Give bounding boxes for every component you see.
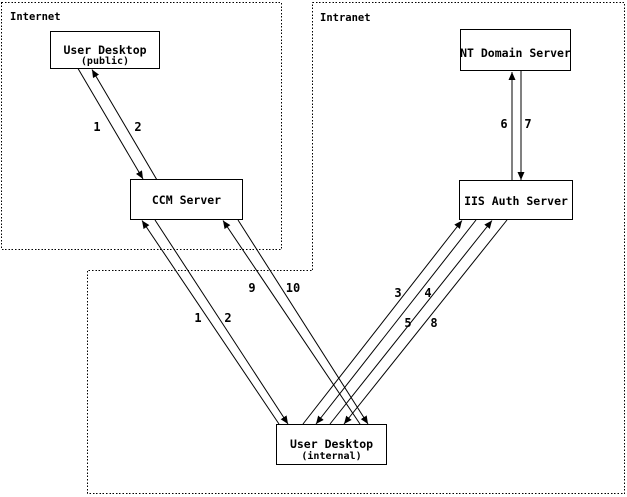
edge-10-ccm-to-internal (237, 219, 369, 425)
node-iis-auth-server-box (459, 180, 573, 220)
edge-label-9: 9 (248, 281, 255, 295)
node-iis-auth-server-label: IIS Auth Server (464, 194, 568, 208)
node-iis-auth-server: IIS Auth Server (459, 180, 573, 220)
node-ccm-server-label: CCM Server (152, 193, 221, 207)
edge-2-ccm-to-public (91, 69, 158, 181)
edge-label-6: 6 (500, 117, 507, 131)
node-user-desktop-internal-label: User Desktop (290, 437, 373, 451)
node-user-desktop-public: User Desktop (public) (50, 31, 160, 69)
node-nt-domain-server: NT Domain Server (460, 29, 571, 71)
edge-1-public-to-ccm (77, 68, 144, 180)
zone-intranet: Intranet (87, 2, 625, 494)
zone-intranet-border (87, 2, 625, 494)
edge-3-internal-to-iis (302, 220, 463, 425)
edge-9-internal-to-ccm (222, 220, 361, 425)
zone-internet-border (1, 2, 282, 250)
node-user-desktop-public-box (50, 31, 160, 69)
zone-intranet-label: Intranet (320, 12, 371, 24)
edge-labels: 1 2 6 7 1 2 9 10 3 4 5 8 (93, 117, 531, 330)
zone-internet-label: Internet (10, 11, 61, 23)
edge-8-iis-to-internal (343, 219, 508, 425)
edge-2-ccm-to-internal (154, 219, 289, 425)
node-user-desktop-internal: User Desktop (internal) (276, 424, 387, 465)
edge-label-7: 7 (524, 117, 531, 131)
node-user-desktop-public-sublabel: (public) (81, 55, 129, 67)
edge-5-internal-to-iis (329, 220, 493, 425)
edge-label-1-internal: 1 (194, 311, 201, 325)
edge-label-2-internal: 2 (224, 311, 231, 325)
edge-1-internal-to-ccm (141, 220, 280, 425)
edge-label-8: 8 (430, 316, 437, 330)
edge-label-5: 5 (404, 316, 411, 330)
node-nt-domain-server-label: NT Domain Server (460, 46, 571, 60)
edge-label-10: 10 (286, 281, 300, 295)
edges (77, 68, 525, 425)
node-ccm-server: CCM Server (130, 179, 243, 220)
edge-4-iis-to-internal (315, 219, 477, 425)
edge-label-3: 3 (394, 286, 401, 300)
edge-label-4: 4 (424, 286, 431, 300)
node-nt-domain-server-box (460, 29, 571, 71)
edge-label-2-public: 2 (134, 120, 141, 134)
node-user-desktop-public-label: User Desktop (63, 43, 146, 57)
node-ccm-server-box (130, 179, 243, 220)
node-user-desktop-internal-sublabel: (internal) (301, 450, 361, 462)
edge-label-1-public: 1 (93, 120, 100, 134)
node-user-desktop-internal-box (276, 424, 387, 465)
zone-internet: Internet (1, 2, 282, 250)
